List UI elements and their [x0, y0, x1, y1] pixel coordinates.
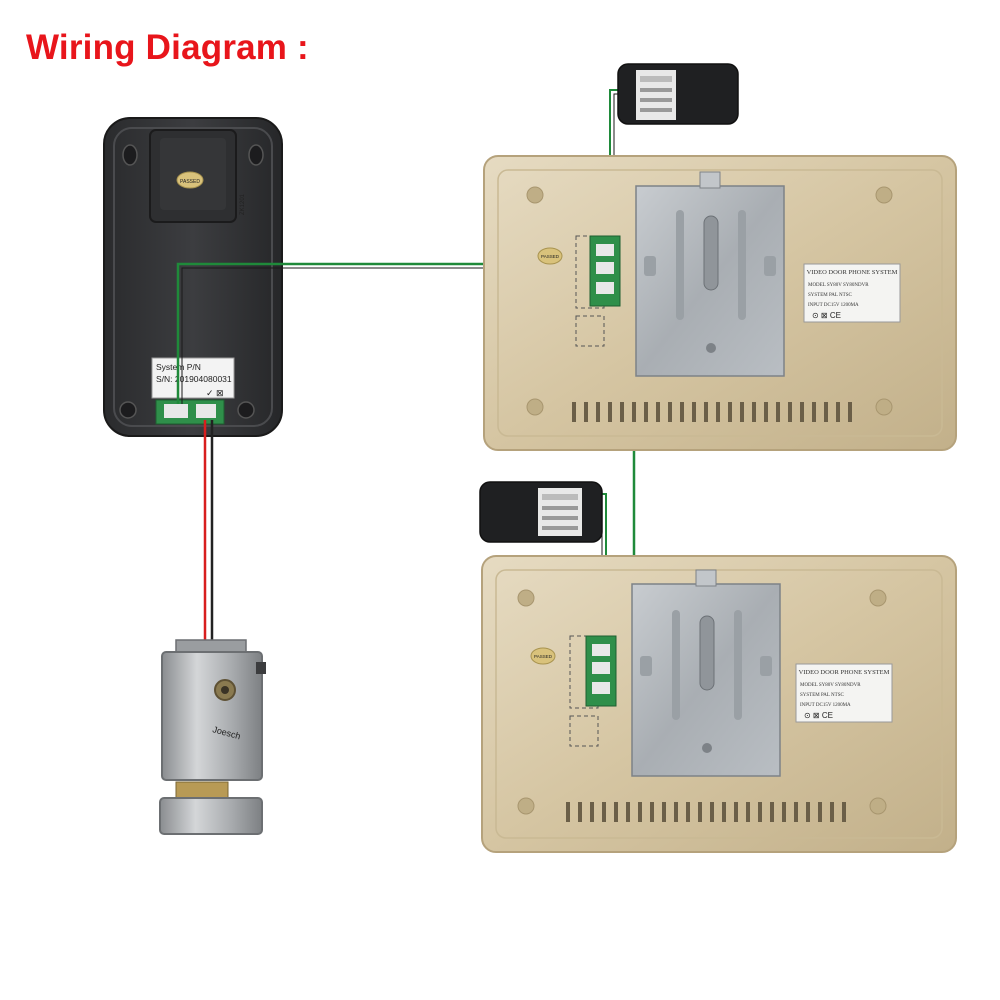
- screw-hole: [869, 797, 887, 815]
- power-adapter-top: [617, 63, 739, 125]
- ce-mark: ✓ ⊠: [206, 388, 224, 398]
- monitor-top-spec-title: VIDEO DOOR PHONE SYSTEM: [807, 269, 898, 276]
- cert-icons: ⊙ ⊠ CE: [804, 711, 833, 720]
- door-station: PASSED ZK1201 System P/N S/N: 2019040800…: [103, 117, 283, 437]
- terminal-port: [596, 244, 614, 256]
- screw-hole: [869, 589, 887, 607]
- terminal-port: [164, 404, 188, 418]
- diagram-title: Wiring Diagram :: [26, 28, 309, 67]
- monitor-bottom-spec-label: [795, 663, 893, 723]
- terminal-port: [596, 282, 614, 294]
- terminal-port: [592, 682, 610, 694]
- monitor-bottom: PASSED VIDEO DOOR PHONE SYSTEM MODEL SY8…: [481, 555, 957, 853]
- screw-hole: [122, 144, 138, 166]
- monitor-bottom-spec-row1: MODEL SY80V SY80NDVR: [800, 683, 861, 688]
- vent-slots: [566, 802, 846, 822]
- door-station-serial: S/N: 201904080031: [156, 374, 232, 384]
- screw-hole: [875, 398, 893, 416]
- terminal-port: [596, 262, 614, 274]
- monitor-top-spec-label: [803, 263, 901, 323]
- monitor-bottom-spec-row2: SYSTEM PAL NTSC: [800, 693, 844, 698]
- screw-hole: [248, 144, 264, 166]
- vent-slots: [572, 402, 852, 422]
- door-station-stamp: PASSED: [180, 179, 200, 185]
- screw-hole: [526, 398, 544, 416]
- monitor-bottom-spec-title: VIDEO DOOR PHONE SYSTEM: [799, 669, 890, 676]
- terminal-port: [592, 662, 610, 674]
- screw-hole: [119, 401, 137, 419]
- cert-icons: ⊙ ⊠ CE: [812, 311, 841, 320]
- electric-lock: Joesch: [159, 639, 266, 835]
- terminal-port: [196, 404, 216, 418]
- signal-wire-ground: [181, 267, 606, 404]
- monitor-bottom-sticker: PASSED: [534, 654, 553, 659]
- passed-sticker: [530, 647, 556, 665]
- monitor-top: PASSED VIDEO DOOR PHONE SYSTEM MODEL SY8…: [483, 155, 957, 451]
- terminal-port: [592, 644, 610, 656]
- door-station-side-text: ZK1201: [240, 193, 246, 215]
- power-adapter-bottom: [479, 481, 603, 543]
- monitor-bottom-spec-row3: INPUT DC15V 1200MA: [800, 703, 851, 708]
- screw-hole: [517, 589, 535, 607]
- screw-hole: [875, 186, 893, 204]
- screw-hole: [526, 186, 544, 204]
- monitor-top-spec-row1: MODEL SY80V SY80NDVR: [808, 283, 869, 288]
- passed-sticker: [537, 247, 563, 265]
- signal-wire-door-to-monitor: [176, 262, 606, 404]
- lock-bolt: [175, 781, 229, 799]
- screw-hole: [517, 797, 535, 815]
- monitor-top-sticker: PASSED: [541, 254, 560, 259]
- monitor-top-spec-row3: INPUT DC15V 1200MA: [808, 303, 859, 308]
- monitor-top-spec-row2: SYSTEM PAL NTSC: [808, 293, 852, 298]
- lock-strike-plate: [159, 797, 263, 835]
- screw-hole: [237, 401, 255, 419]
- door-station-label: [151, 357, 235, 399]
